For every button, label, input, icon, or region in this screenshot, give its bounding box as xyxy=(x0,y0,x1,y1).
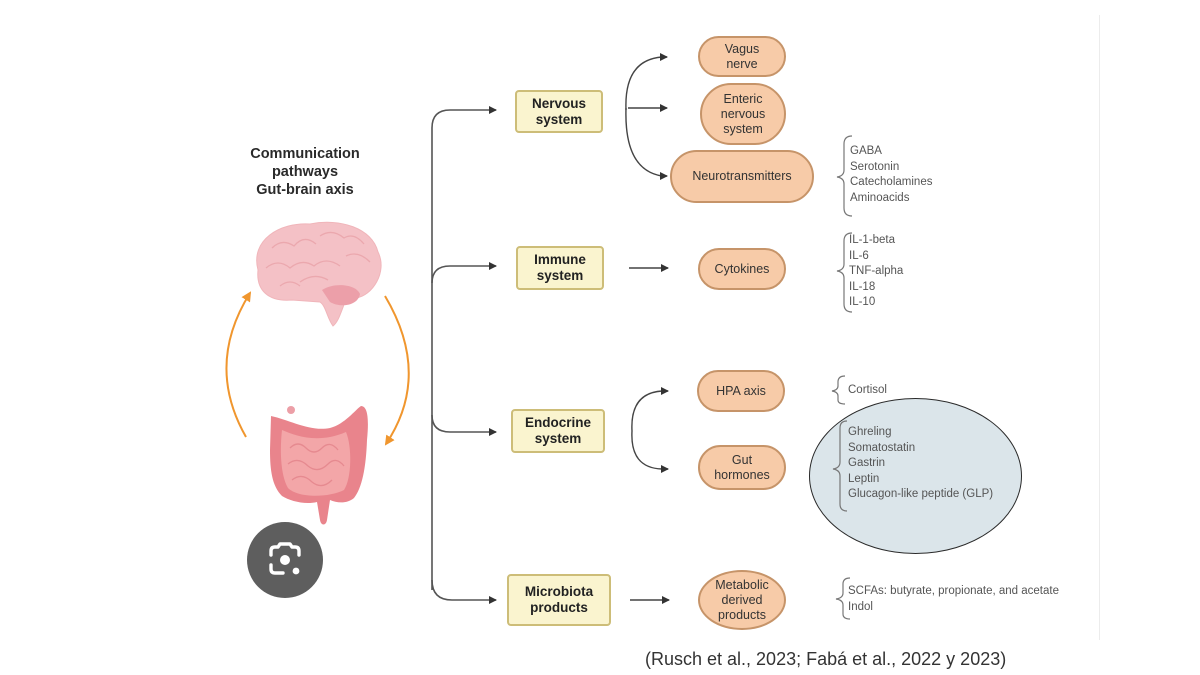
list-cytokines: IL-1-beta IL-6 TNF-alpha IL-18 IL-10 xyxy=(849,233,903,311)
main-trunk-connector xyxy=(431,106,497,604)
system-label-line: Nervous xyxy=(531,95,587,111)
gut-to-brain-arrow xyxy=(225,291,252,438)
pill-metabolic-derived-products: Metabolic derived products xyxy=(698,570,786,630)
system-box-nervous: Nervous system xyxy=(515,90,603,133)
list-item: Aminoacids xyxy=(850,191,910,204)
list-item: Glucagon-like peptide (GLP) xyxy=(848,488,994,500)
list-item: Gastrin xyxy=(848,457,886,469)
pill-label-line: HPA axis xyxy=(716,383,766,398)
system-box-endocrine: Endocrine system xyxy=(511,409,605,453)
pill-label-line: hormones xyxy=(714,467,770,482)
list-item: Leptin xyxy=(848,472,880,485)
system-label-line: Immune xyxy=(534,252,586,267)
system-label-line: products xyxy=(530,600,588,615)
pill-label-line: Vagus xyxy=(724,41,760,56)
brace-neurotransmitters xyxy=(836,135,853,217)
arrow-to-hpa-axis xyxy=(631,387,669,432)
arrow-to-endocrine-system xyxy=(431,414,497,436)
arrow-to-gut-hormones xyxy=(631,430,669,473)
system-label-line: Microbiota xyxy=(524,584,594,599)
pill-label-line: system xyxy=(723,121,763,136)
frame-divider-line xyxy=(1099,15,1100,640)
pill-label-line: products xyxy=(718,607,766,622)
system-box-immune: Immune system xyxy=(516,246,604,290)
list-item: TNF-alpha xyxy=(849,265,904,277)
pill-label-line: Gut xyxy=(731,452,753,467)
arrow-to-microbiota-products xyxy=(431,579,497,604)
system-label-line: system xyxy=(535,111,583,127)
list-metabolic-products: SCFAs: butyrate, propionate, and acetate… xyxy=(848,584,1059,615)
pill-cytokines: Cytokines xyxy=(698,248,786,290)
arrow-to-vagus-nerve xyxy=(625,53,668,111)
citation: (Rusch et al., 2023; Fabá et al., 2022 y… xyxy=(645,649,1007,669)
pill-enteric-nervous-system: Enteric nervous system xyxy=(700,83,786,145)
visual-search-button[interactable] xyxy=(247,522,323,598)
system-box-microbiota: Microbiota products xyxy=(507,574,611,626)
diagram-title: Communication pathways Gut-brain axis xyxy=(225,145,385,199)
list-item: IL-10 xyxy=(849,296,876,308)
pill-label-line: nerve xyxy=(726,56,758,71)
list-item: Catecholamines xyxy=(850,176,933,188)
brace-cytokines xyxy=(836,232,853,313)
pill-label-line: Neurotransmitters xyxy=(692,169,792,183)
visual-search-camera-icon xyxy=(269,542,301,575)
pill-label-line: Metabolic xyxy=(715,577,769,592)
list-hpa-axis: Cortisol xyxy=(848,383,887,399)
list-item: Indol xyxy=(848,600,873,613)
brain-illustration xyxy=(256,221,382,327)
list-item: SCFAs: butyrate, propionate, and acetate xyxy=(848,585,1059,597)
nervous-branch-connectors xyxy=(625,53,668,180)
pill-label-line: Enteric xyxy=(723,91,763,106)
arrow-to-nervous-system xyxy=(431,106,497,590)
title-line-3: Gut-brain axis xyxy=(256,182,354,198)
brace-metabolic xyxy=(835,577,851,620)
list-item: IL-1-beta xyxy=(849,234,896,246)
brain-to-gut-arrow xyxy=(384,295,410,446)
list-item: Cortisol xyxy=(848,384,887,396)
gut-brain-cycle-arrows xyxy=(225,291,410,446)
pill-vagus-nerve: Vagus nerve xyxy=(698,36,786,77)
brace-gut-hormones xyxy=(832,420,848,512)
brace-hpa xyxy=(831,375,846,405)
pill-label-line: nervous xyxy=(720,106,766,121)
list-item: IL-18 xyxy=(849,280,876,293)
pill-neurotransmitters: Neurotransmitters xyxy=(670,150,814,203)
arrow-to-neurotransmitters xyxy=(625,107,668,180)
pill-gut-hormones: Gut hormones xyxy=(698,445,786,490)
list-braces xyxy=(831,135,853,620)
gut-hormones-highlight-ellipse xyxy=(809,398,1022,554)
system-label-line: system xyxy=(534,431,582,446)
system-label-line: system xyxy=(536,268,584,283)
title-line-2: pathways xyxy=(271,164,339,180)
intestine-illustration xyxy=(270,406,368,525)
list-gut-hormones: Ghreling Somatostatin Gastrin Leptin Glu… xyxy=(848,425,993,503)
list-item: Serotonin xyxy=(850,160,900,173)
endocrine-branch-connectors xyxy=(631,387,669,473)
list-item: Somatostatin xyxy=(848,441,916,454)
pill-hpa-axis: HPA axis xyxy=(697,370,785,412)
arrow-to-immune-system xyxy=(431,262,497,284)
list-item: GABA xyxy=(850,145,882,157)
pill-label-line: derived xyxy=(721,592,763,607)
pill-label-line: Cytokines xyxy=(714,261,770,276)
list-item: Ghreling xyxy=(848,426,892,438)
title-line-1: Communication xyxy=(250,146,360,162)
system-label-line: Endocrine xyxy=(524,415,591,430)
list-item: IL-6 xyxy=(849,249,869,262)
list-neurotransmitters: GABA Serotonin Catecholamines Aminoacids xyxy=(850,144,932,206)
